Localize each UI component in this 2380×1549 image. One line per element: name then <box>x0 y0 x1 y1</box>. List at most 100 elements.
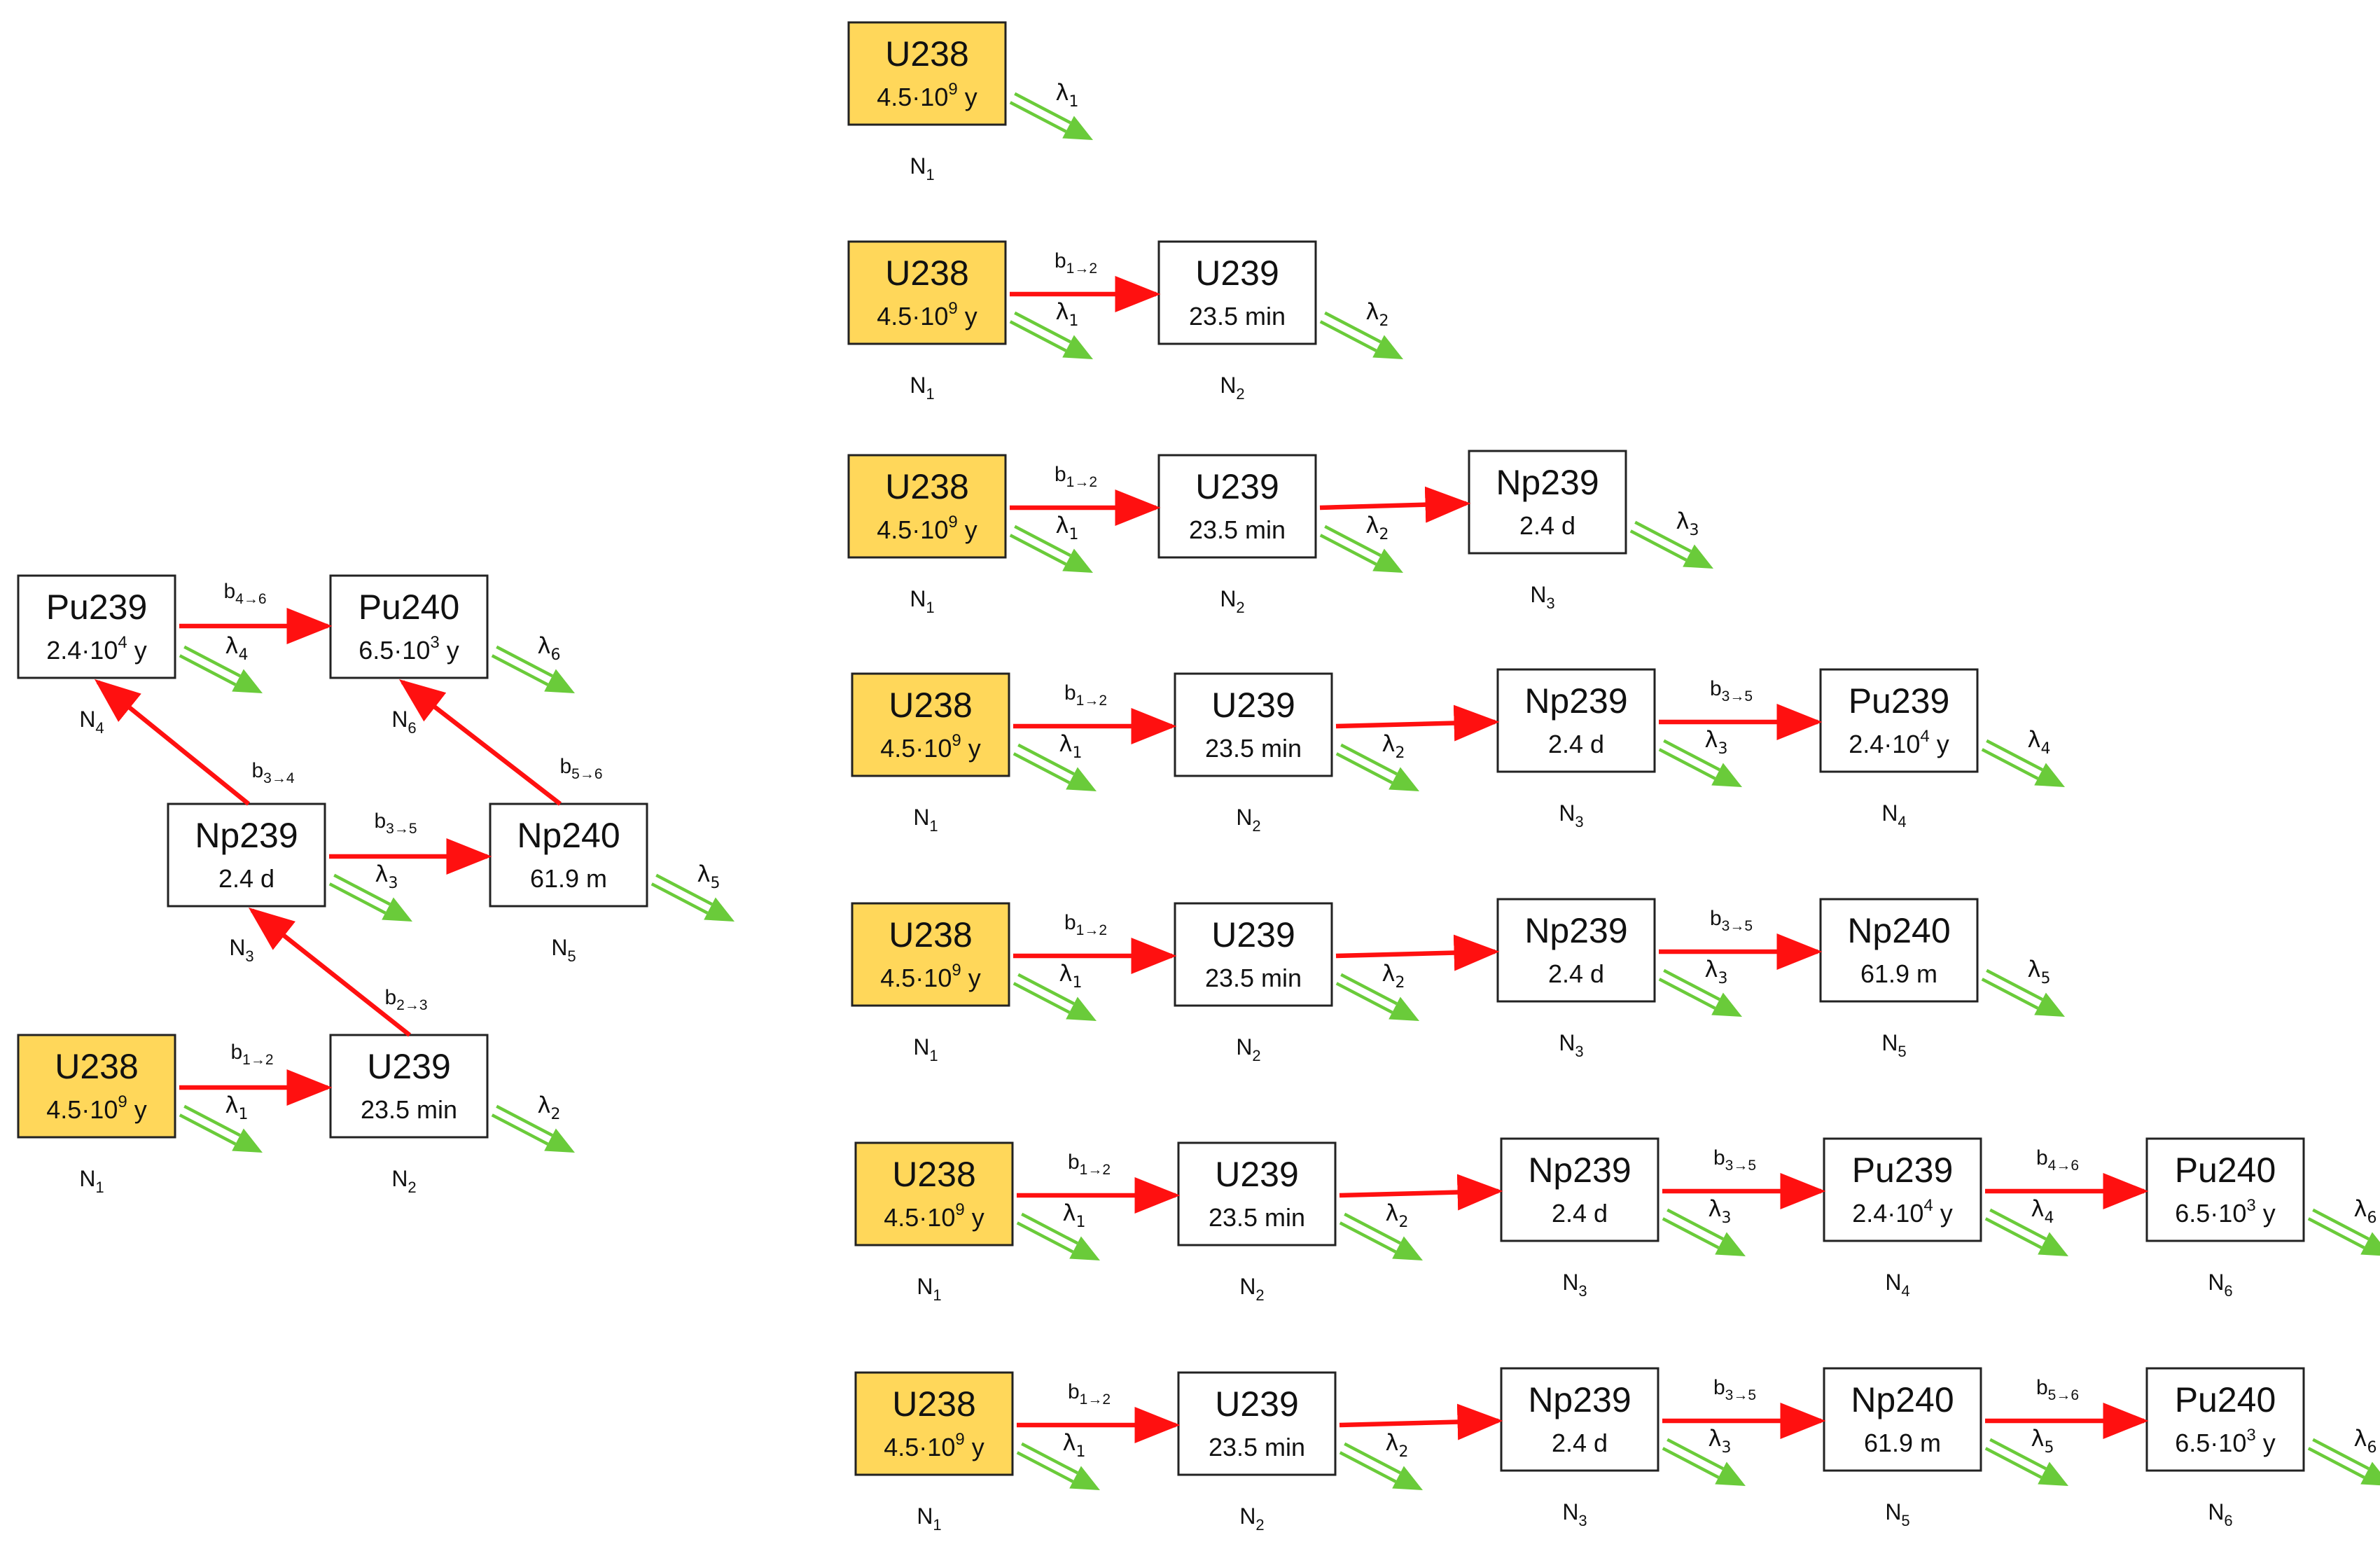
population-label: N1 <box>910 373 934 403</box>
transmutation-arrow <box>1339 1174 1503 1211</box>
decay-constant-label: λ6 <box>2354 1195 2377 1227</box>
decay-arrow-head <box>2038 1232 2068 1256</box>
half-life: 2.4 d <box>1519 511 1575 540</box>
nuclide-box-frame <box>854 1141 1014 1246</box>
decay-arrow-head <box>1392 1466 1423 1490</box>
decay-arrow-shaft <box>2312 1438 2369 1471</box>
decay-arrow-shaft <box>1339 1221 1397 1253</box>
decay-arrow-shaft <box>1989 1208 2047 1241</box>
nuclide-box-frame <box>847 454 1007 559</box>
decay-arrow-head <box>1069 1466 1100 1490</box>
decay-arrow-head <box>544 1128 575 1153</box>
half-life: 6.5·103 y <box>2175 1426 2275 1457</box>
decay-arrow-shaft <box>1012 752 1071 784</box>
branching-ratio-label: b2→3 <box>384 986 427 1013</box>
transmutation-arrow: b5→6 <box>398 679 603 806</box>
decay-constant-label: λ4 <box>2031 1195 2054 1227</box>
decay-arrow-shaft <box>1663 968 1720 1001</box>
transmutation-arrow <box>1335 934 1500 971</box>
decay-arrow-shaft <box>1319 320 1377 352</box>
decay-arrow-head <box>1711 763 1742 787</box>
decay-arrow-shaft <box>1009 320 1067 352</box>
nuclide-box-frame <box>851 672 1010 777</box>
transmutation-arrow: b1→2 <box>179 1041 333 1106</box>
decay-arrow-shaft <box>333 873 391 906</box>
transmutation-arrow: b1→2 <box>1017 1380 1181 1443</box>
decay-constant-label: λ2 <box>1366 512 1389 543</box>
nuclide-name: Pu240 <box>2175 1151 2276 1190</box>
population-label: N1 <box>910 153 934 183</box>
population-label: N2 <box>1239 1503 1264 1534</box>
decay-constant-label: λ1 <box>1063 1200 1086 1231</box>
decay-arrow-shaft <box>2307 1447 2365 1479</box>
population-label: N2 <box>1239 1274 1264 1304</box>
population-label: N3 <box>1559 1030 1583 1060</box>
decay-arrow-lambda-4: λ4 <box>1981 726 2065 787</box>
half-life: 4.5·109 y <box>884 1430 984 1461</box>
transmutation-arrow: b1→2 <box>1013 911 1177 974</box>
decay-constant-label: λ3 <box>1709 1195 1732 1227</box>
decay-arrow-head <box>2360 1232 2380 1256</box>
decay-constant-label: λ3 <box>1705 726 1728 758</box>
half-life: 6.5·103 y <box>2175 1196 2275 1228</box>
transmutation-arrow-line <box>1335 934 1500 971</box>
population-label: N2 <box>1220 373 1244 403</box>
branching-ratio-label: b1→2 <box>230 1041 273 1068</box>
nuclide-box-frame <box>847 240 1007 345</box>
decay-arrow-shaft <box>491 654 549 686</box>
population-label: N6 <box>2208 1270 2232 1300</box>
nuclide-box-frame <box>851 902 1010 1007</box>
decay-arrow-head <box>2038 1461 2068 1486</box>
decay-arrow-head <box>232 1128 263 1153</box>
decay-arrow-shaft <box>183 1104 241 1137</box>
nuclide-name: Np240 <box>517 816 620 855</box>
decay-arrow-lambda-5: λ5 <box>1981 956 2065 1017</box>
branching-ratio-label: b5→6 <box>559 755 602 782</box>
decay-constant-label: λ2 <box>1382 960 1405 992</box>
decay-arrow-shaft <box>1016 1221 1074 1253</box>
nuclide-name: U239 <box>367 1047 451 1086</box>
nuclide-box-frame <box>1823 1367 1982 1472</box>
nuclide-box-frame <box>1177 1371 1337 1476</box>
decay-arrow-lambda-1: λ1 <box>1012 730 1097 791</box>
transmutation-arrow: b3→5 <box>1659 907 1823 970</box>
decay-constant-label: λ3 <box>1705 956 1728 987</box>
half-life: 23.5 min <box>1209 1433 1305 1461</box>
decay-arrow-lambda-3: λ3 <box>328 861 412 922</box>
population-label: N2 <box>1236 1034 1260 1064</box>
branching-ratio-label: b1→2 <box>1055 463 1097 490</box>
nuclide-name: Pu239 <box>1849 681 1950 721</box>
half-life: 4.5·109 y <box>877 513 977 544</box>
decay-arrow-head <box>704 897 735 922</box>
half-life: 61.9 m <box>1864 1429 1941 1457</box>
decay-arrow-lambda-4: λ4 <box>1984 1195 2068 1256</box>
population-label: N3 <box>1562 1270 1587 1300</box>
decay-arrow-lambda-2: λ2 <box>1339 1200 1423 1260</box>
population-label: N5 <box>1881 1030 1906 1060</box>
nuclide-box-frame <box>854 1371 1014 1476</box>
half-life: 4.5·109 y <box>877 299 977 331</box>
decay-arrow-shaft <box>1016 1451 1074 1483</box>
decay-arrow-shaft <box>1984 1447 2043 1479</box>
decay-arrow-shaft <box>1662 1217 1720 1249</box>
decay-arrow-shaft <box>1989 1438 2047 1471</box>
branching-ratio-label: b1→2 <box>1064 681 1107 709</box>
decay-arrow-lambda-2: λ2 <box>1339 1429 1423 1490</box>
decay-arrow-lambda-1: λ1 <box>1016 1429 1100 1490</box>
population-label: N1 <box>910 586 934 616</box>
decay-constant-label: λ1 <box>1056 298 1079 330</box>
transmutation-arrow: b2→3 <box>248 907 428 1037</box>
